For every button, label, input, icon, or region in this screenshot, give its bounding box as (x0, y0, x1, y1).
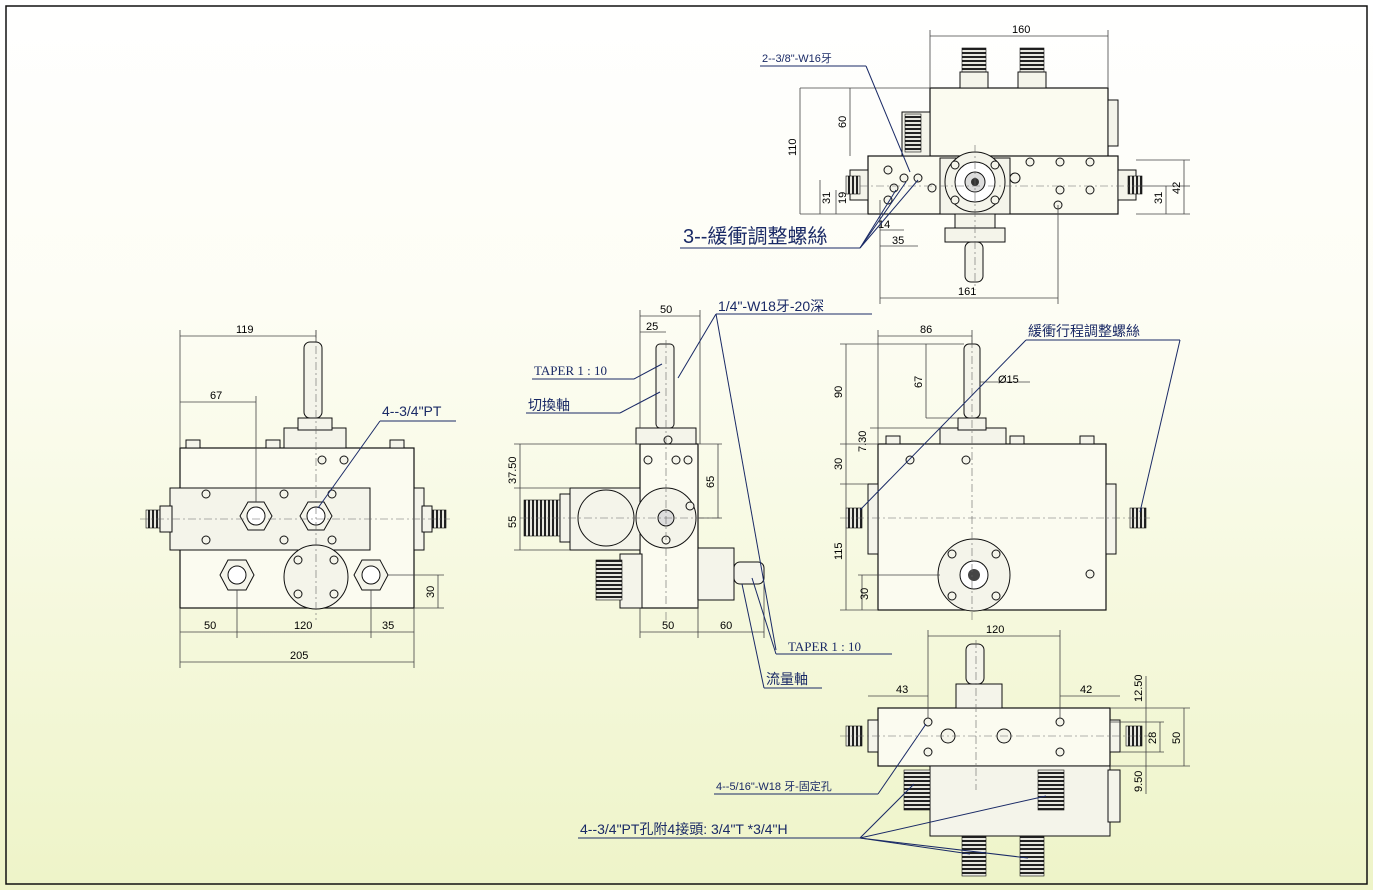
dim-top-31a: 31 (821, 192, 833, 204)
dim-bot-28: 28 (1147, 732, 1159, 744)
side-view: 50 25 37.50 55 65 50 60 1/4"-W18牙-20深 TA… (507, 298, 892, 689)
dim-top-110: 110 (787, 138, 799, 156)
dim-right-86: 86 (920, 324, 932, 336)
label-flow-shaft: 流量軸 (766, 671, 808, 687)
label-fittings: 4--3/4"PT孔附4接頭: 3/4"T *3/4"H (580, 821, 788, 837)
sheet-border (5, 5, 1368, 885)
front-view: 119 67 50 120 35 205 30 4--3/4"PT (140, 324, 456, 668)
dim-side-25: 25 (646, 321, 658, 333)
label-top-thread: 2--3/8"-W16牙 (762, 53, 832, 65)
label-switch-thread: 1/4"-W18牙-20深 (718, 298, 824, 314)
dim-top-42: 42 (1171, 182, 1183, 194)
dim-bot-1250: 12.50 (1133, 674, 1145, 702)
bottom-view: 120 43 42 12.50 28 50 9.50 4--5/16"-W18 … (578, 624, 1190, 877)
label-pt-ports: 4--3/4"PT (382, 403, 442, 419)
dim-right-phi15: Ø15 (998, 374, 1019, 386)
dim-right-30b: 30 (859, 588, 871, 600)
dim-right-67: 67 (913, 376, 925, 388)
label-taper-lower: TAPER 1 : 10 (788, 639, 861, 654)
dim-front-119: 119 (236, 324, 254, 336)
dim-top-19: 19 (837, 192, 849, 204)
dim-bot-50: 50 (1171, 732, 1183, 744)
top-view: 160 110 60 31 19 14 35 161 31 42 2--3/8"… (680, 24, 1190, 304)
dim-front-120: 120 (294, 620, 312, 632)
dim-side-65: 65 (705, 476, 717, 488)
dim-side-55: 55 (507, 516, 519, 528)
dim-top-160: 160 (1012, 24, 1030, 36)
dim-side-60: 60 (720, 620, 732, 632)
dim-side-3750: 37.50 (507, 456, 519, 484)
label-mount-holes: 4--5/16"-W18 牙-固定孔 (716, 779, 832, 793)
dim-front-30: 30 (425, 586, 437, 598)
dim-top-161: 161 (958, 286, 976, 298)
dim-right-115: 115 (833, 542, 845, 560)
dim-bot-950: 9.50 (1133, 771, 1145, 792)
dim-side-50: 50 (660, 304, 672, 316)
dim-right-90: 90 (833, 386, 845, 398)
dim-top-60: 60 (837, 116, 849, 128)
dim-front-50: 50 (204, 620, 216, 632)
dim-front-205: 205 (290, 650, 308, 662)
dim-side-50b: 50 (662, 620, 674, 632)
dim-bot-43: 43 (896, 684, 908, 696)
dim-right-30a: 30 (833, 458, 845, 470)
dim-top-14: 14 (878, 219, 890, 231)
label-taper-upper: TAPER 1 : 10 (534, 363, 607, 378)
right-view: 86 Ø15 90 67 7.30 30 115 30 緩衝行程調整螺絲 (833, 323, 1181, 620)
label-stroke-screws: 緩衝行程調整螺絲 (1028, 323, 1140, 339)
label-cushion-screws: 3--緩衝調整螺絲 (683, 225, 827, 248)
dim-front-35: 35 (382, 620, 394, 632)
dim-top-35: 35 (892, 235, 904, 247)
dim-bot-120: 120 (986, 624, 1004, 636)
dim-bot-42: 42 (1080, 684, 1092, 696)
dim-top-31b: 31 (1153, 192, 1165, 204)
dim-right-730: 7.30 (857, 431, 869, 452)
dim-front-67: 67 (210, 390, 222, 402)
label-switch-shaft: 切換軸 (528, 397, 570, 413)
